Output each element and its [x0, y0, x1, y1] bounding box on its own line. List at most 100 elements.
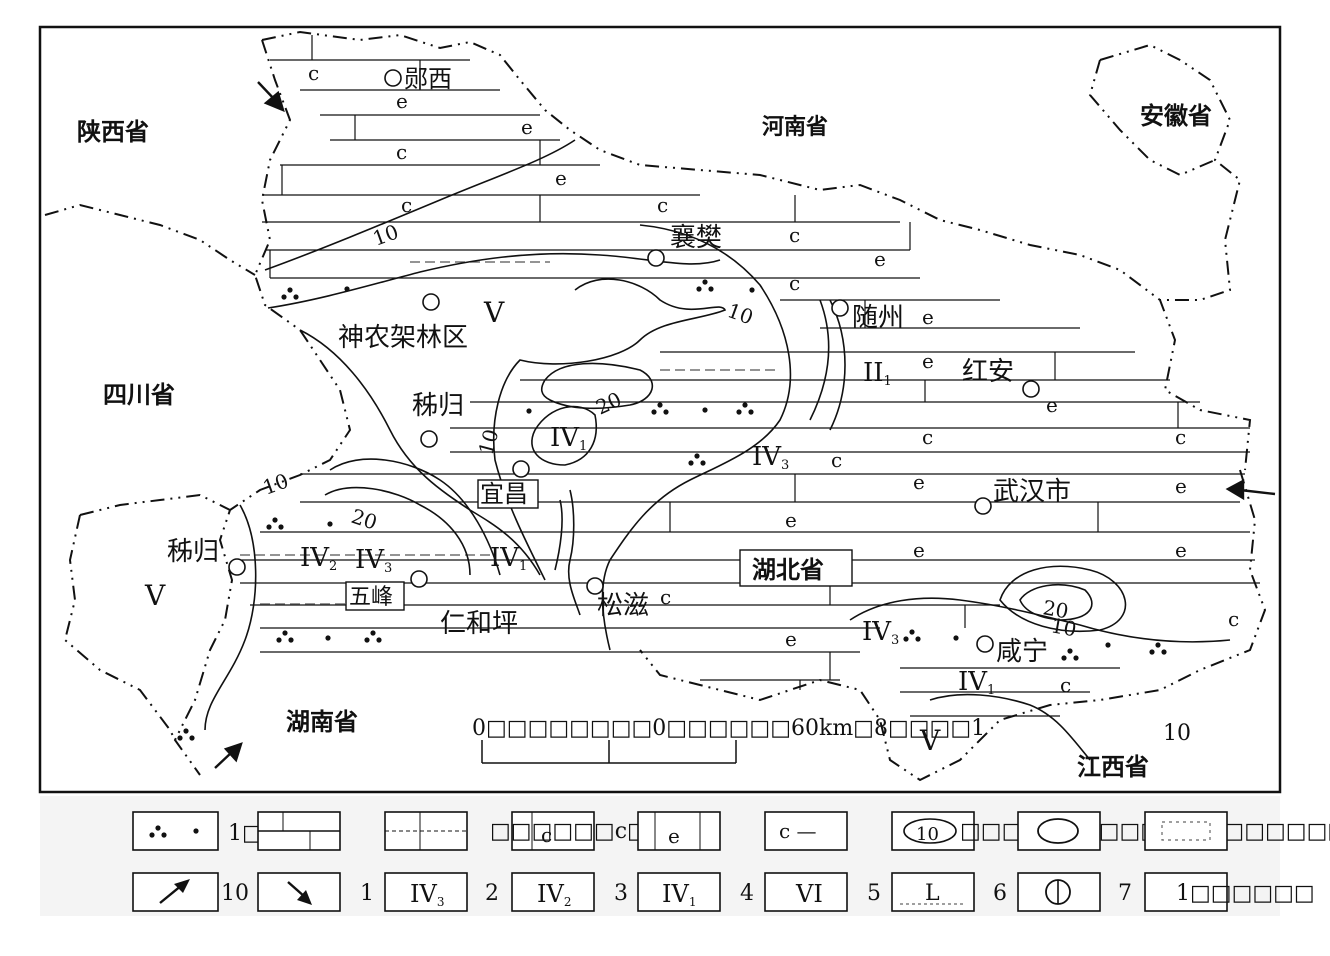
contour-value: 20: [1041, 595, 1070, 623]
legend-row-1: 1□ c □□□□□□c□2 e c — 10 □□□□□3□□□□□□□□□□…: [132, 811, 1330, 851]
map-frame: [38, 25, 1282, 794]
city-marker-xiangfan: [647, 249, 665, 267]
legend-text-10: 10: [221, 881, 249, 906]
legend-vi: VI: [795, 880, 823, 908]
city-label-yichang: 宜昌: [480, 480, 528, 508]
stratum-letter: e: [913, 470, 925, 494]
stratum-letter: e: [1175, 474, 1187, 498]
label-boxes: [345, 479, 853, 611]
city-label-xianning: 咸宁: [996, 637, 1048, 667]
stratum-letter: c: [396, 140, 407, 164]
contour-value: 20: [592, 387, 625, 420]
province-label-anhui: 安徽省: [1140, 102, 1212, 130]
zone-label-v-west: V: [144, 579, 166, 612]
dot-symbols: [177, 279, 1167, 741]
city-marker-wufeng: [410, 570, 428, 588]
zone-label-iv1-mid: IV1: [490, 543, 527, 574]
city-markers: [228, 69, 1040, 653]
legend-text-r2-1: 1: [360, 881, 374, 906]
zone-label-v-south: V: [919, 724, 941, 757]
zone-label-v-north: V: [483, 296, 505, 329]
legend-iv1: IV1: [662, 880, 696, 909]
scale-bar: 0□□□□□□□□0□□□□□□60km□8□□□□1 10: [472, 716, 1191, 764]
flow-arrows: [214, 81, 1276, 769]
zone-label-ii1: II1: [863, 358, 892, 389]
legend-row-2: 10 1 IV3 2 IV2 3 IV1 4 VI 5 L 6 7 1□□□□□…: [132, 872, 1315, 912]
legend-text-r2-5: 5: [867, 881, 881, 906]
city-label-zigui2: 秭归: [167, 537, 219, 567]
contour-value: 10: [724, 298, 756, 329]
legend-iv2: IV2: [537, 880, 571, 909]
contour-value: 20: [348, 504, 380, 535]
contour-value: 10: [474, 426, 504, 457]
stratum-letter: e: [922, 349, 934, 373]
zone-label-iv3-south: IV3: [862, 617, 899, 648]
scale-bar-right-label: 10: [1163, 721, 1191, 746]
legend-contour-val: 10: [916, 824, 939, 845]
province-label-henan: 河南省: [762, 115, 828, 140]
legend-text-1: 1□: [228, 821, 263, 846]
stratum-letter: c: [308, 61, 319, 85]
legend-text-r2-7: 7: [1118, 881, 1132, 906]
city-label-wufeng: 五峰: [349, 585, 393, 610]
legend-text-2: □□□□□□c□2: [490, 819, 662, 844]
city-label-hongan: 红安: [962, 357, 1014, 387]
stratum-letter: c: [660, 585, 671, 609]
stratum-letter: e: [521, 115, 533, 139]
legend-e-letter: e: [668, 824, 680, 848]
city-marker-shennongjia: [422, 293, 440, 311]
dashed-lines: [240, 261, 780, 605]
city-label-songzi: 松滋: [597, 591, 649, 621]
city-label-wuhan: 武汉市: [993, 477, 1071, 507]
city-marker-zigui: [420, 430, 438, 448]
stratum-letter: e: [913, 538, 925, 562]
legend-c-letter: c: [541, 823, 552, 847]
legend-text-r2-tail: 1□□□□□□: [1176, 881, 1315, 906]
stratum-letter: e: [396, 89, 408, 113]
city-label-yunxi: 郧西: [404, 65, 452, 93]
stratum-letter: c: [789, 271, 800, 295]
province-label-shaanxi: 陕西省: [77, 118, 149, 146]
legend-c-dash: c —: [779, 819, 817, 843]
stratum-letter: c: [789, 223, 800, 247]
stratum-letter: c: [657, 193, 668, 217]
legend-iv3: IV3: [410, 880, 444, 909]
scale-bar-text: 0□□□□□□□□0□□□□□□60km□8□□□□1: [472, 716, 985, 741]
contour-value: 10: [1049, 613, 1078, 641]
city-label-zigui: 秭归: [412, 391, 464, 421]
city-label-suizhou: 随州: [852, 303, 904, 333]
stratum-letter: e: [874, 247, 886, 271]
zone-label-iv3-center: IV3: [752, 442, 789, 473]
stratum-letter: e: [1046, 393, 1058, 417]
zone-label-iv2-west: IV2: [300, 543, 337, 574]
legend-l: L: [925, 881, 940, 906]
legend-text-r2-2: 2: [485, 881, 499, 906]
city-marker-hongan: [1022, 380, 1040, 398]
province-label-sichuan: 四川省: [103, 381, 175, 409]
zone-label-iv1-south: IV1: [958, 667, 995, 698]
stratum-letter: c: [922, 425, 933, 449]
province-label-jiangxi: 江西省: [1077, 753, 1149, 781]
stratum-letter: e: [555, 166, 567, 190]
city-label-renheping: 仁和坪: [440, 609, 518, 639]
city-marker-wuhan: [974, 497, 992, 515]
city-label-shennongjia: 神农架林区: [338, 323, 468, 353]
province-boundaries: [44, 30, 1267, 782]
contour-value: 10: [370, 219, 402, 250]
stratum-letter: c: [831, 448, 842, 472]
stratum-letter: c: [401, 193, 412, 217]
legend-text-r2-4: 4: [740, 881, 754, 906]
stratum-letters: c e e c e c c c e c e e e c c c e e e e …: [308, 61, 1239, 697]
stratum-letter: e: [785, 627, 797, 651]
city-marker-songzi: [586, 577, 604, 595]
city-marker-suizhou: [831, 299, 849, 317]
stratum-letter: c: [1175, 425, 1186, 449]
contour-lines: [204, 139, 1231, 761]
city-marker-xianning: [976, 635, 994, 653]
strata-lines: [240, 35, 1260, 717]
city-label-xiangfan: 襄樊: [670, 223, 722, 253]
zone-label-iv1-center: IV1: [550, 423, 587, 454]
city-marker-yunxi: [384, 69, 402, 87]
stratum-letter: c: [1060, 673, 1071, 697]
